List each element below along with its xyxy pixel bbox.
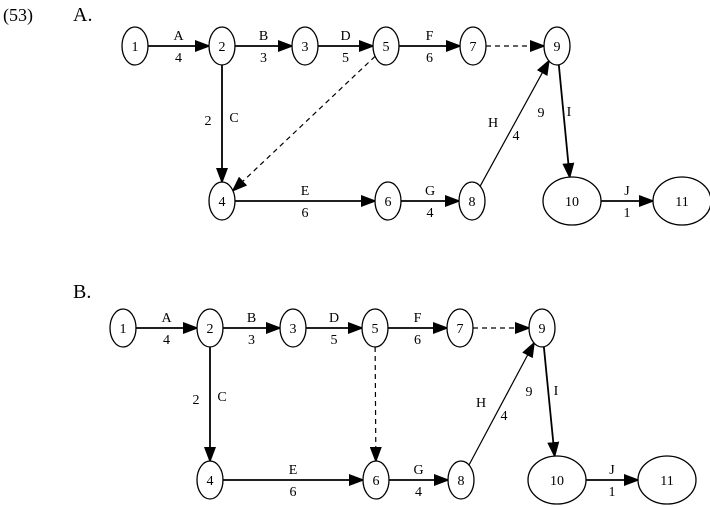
duration-label-a-b: 3 bbox=[260, 51, 267, 66]
node-label-a-10: 10 bbox=[565, 195, 579, 210]
duration-label-b-f: 6 bbox=[414, 333, 421, 348]
duration-label-a-i: 9 bbox=[538, 106, 545, 121]
activity-label-a-g: G bbox=[425, 184, 435, 199]
node-a-8 bbox=[458, 181, 486, 221]
option-label-a: A. bbox=[73, 4, 92, 26]
node-label-b-9: 9 bbox=[539, 322, 546, 337]
activity-label-b-h: H bbox=[476, 396, 486, 411]
node-label-b-11: 11 bbox=[660, 474, 673, 489]
activity-label-a-j: J bbox=[624, 184, 630, 199]
duration-label-a-c: 2 bbox=[205, 114, 212, 129]
activity-label-b-d: D bbox=[329, 311, 339, 326]
activity-label-b-f: F bbox=[414, 311, 422, 326]
activity-label-b-c: C bbox=[217, 390, 226, 405]
question-number: (53) bbox=[3, 5, 33, 26]
duration-label-b-g: 4 bbox=[415, 485, 422, 500]
activity-label-a-c: C bbox=[229, 111, 238, 126]
node-a-6 bbox=[374, 181, 402, 221]
node-label-b-6: 6 bbox=[373, 474, 380, 489]
duration-label-b-e: 6 bbox=[290, 485, 297, 500]
duration-label-b-b: 3 bbox=[248, 333, 255, 348]
node-a-5 bbox=[372, 26, 400, 66]
activity-label-a-b: B bbox=[259, 29, 268, 44]
node-label-b-10: 10 bbox=[550, 474, 564, 489]
node-label-b-5: 5 bbox=[372, 322, 379, 337]
edge-b-9-10 bbox=[542, 346, 560, 459]
activity-label-b-i: I bbox=[554, 384, 559, 399]
node-a-11 bbox=[652, 176, 710, 226]
node-b-5 bbox=[361, 308, 389, 348]
duration-label-a-h: 4 bbox=[513, 129, 520, 144]
activity-label-b-j: J bbox=[609, 463, 615, 478]
activity-label-a-d: D bbox=[340, 29, 350, 44]
duration-label-b-d: 5 bbox=[331, 333, 338, 348]
activity-label-b-g: G bbox=[413, 463, 423, 478]
node-label-b-7: 7 bbox=[457, 322, 464, 337]
duration-label-b-a: 4 bbox=[163, 333, 170, 348]
edge-b-8-9 bbox=[468, 341, 535, 466]
node-label-a-6: 6 bbox=[385, 195, 392, 210]
duration-label-a-g: 4 bbox=[427, 206, 434, 221]
edge-a-5-4 bbox=[231, 55, 376, 193]
node-label-a-7: 7 bbox=[470, 40, 477, 55]
node-label-b-1: 1 bbox=[120, 322, 127, 337]
edge-a-8-9 bbox=[479, 59, 550, 187]
duration-label-b-j: 1 bbox=[609, 485, 616, 500]
activity-label-b-e: E bbox=[289, 463, 298, 478]
node-a-4 bbox=[208, 181, 236, 221]
node-label-a-8: 8 bbox=[469, 195, 476, 210]
activity-label-a-f: F bbox=[426, 29, 434, 44]
node-a-7 bbox=[459, 26, 487, 66]
duration-label-b-h: 4 bbox=[501, 409, 508, 424]
activity-label-a-h: H bbox=[488, 116, 498, 131]
duration-label-a-f: 6 bbox=[426, 51, 433, 66]
activity-label-b-a: A bbox=[161, 311, 172, 326]
node-b-1 bbox=[109, 308, 137, 348]
node-b-4 bbox=[196, 460, 224, 500]
duration-label-b-c: 2 bbox=[193, 393, 200, 408]
duration-label-a-e: 6 bbox=[302, 206, 309, 221]
activity-label-a-a: A bbox=[173, 29, 184, 44]
node-label-a-11: 11 bbox=[675, 195, 688, 210]
node-b-10 bbox=[527, 455, 587, 505]
node-a-10 bbox=[542, 176, 602, 226]
node-a-3 bbox=[291, 26, 319, 66]
node-label-a-9: 9 bbox=[554, 40, 561, 55]
activity-label-a-e: E bbox=[301, 184, 310, 199]
node-label-a-4: 4 bbox=[219, 195, 226, 210]
node-b-7 bbox=[446, 308, 474, 348]
duration-label-a-j: 1 bbox=[624, 206, 631, 221]
node-a-1 bbox=[121, 26, 149, 66]
node-label-b-2: 2 bbox=[207, 322, 214, 337]
node-b-6 bbox=[362, 460, 390, 500]
duration-label-a-d: 5 bbox=[342, 51, 349, 66]
edge-a-9-10 bbox=[557, 64, 575, 180]
node-label-a-3: 3 bbox=[302, 40, 309, 55]
node-b-11 bbox=[637, 455, 697, 505]
activity-label-b-b: B bbox=[247, 311, 256, 326]
node-b-8 bbox=[447, 460, 475, 500]
edge-b-5-6 bbox=[369, 346, 382, 464]
node-label-b-3: 3 bbox=[290, 322, 297, 337]
duration-label-a-a: 4 bbox=[175, 51, 182, 66]
node-b-9 bbox=[528, 308, 556, 348]
node-b-3 bbox=[279, 308, 307, 348]
activity-label-a-i: I bbox=[567, 105, 572, 120]
node-label-a-2: 2 bbox=[219, 40, 226, 55]
node-label-b-4: 4 bbox=[207, 474, 214, 489]
node-label-a-1: 1 bbox=[132, 40, 139, 55]
node-b-2 bbox=[196, 308, 224, 348]
duration-label-b-i: 9 bbox=[526, 385, 533, 400]
node-a-2 bbox=[208, 26, 236, 66]
node-label-b-8: 8 bbox=[458, 474, 465, 489]
node-label-a-5: 5 bbox=[383, 40, 390, 55]
node-a-9 bbox=[543, 26, 571, 66]
option-label-b: B. bbox=[73, 281, 91, 303]
